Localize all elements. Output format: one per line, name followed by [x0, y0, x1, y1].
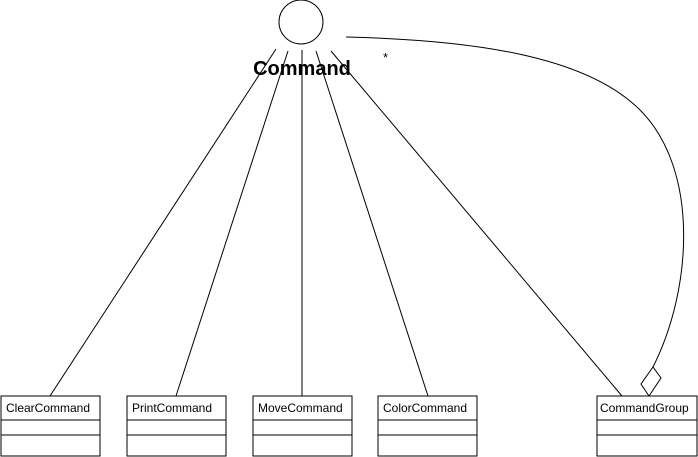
class-name: ClearCommand — [6, 401, 90, 415]
class-name: MoveCommand — [258, 401, 343, 415]
class-name: CommandGroup — [600, 401, 689, 415]
edge-command-group[interactable] — [330, 50, 623, 397]
class-box-frame — [596, 395, 698, 457]
class-box-command-group[interactable]: CommandGroup — [596, 395, 698, 457]
class-box-clear-command[interactable]: ClearCommand — [0, 395, 101, 457]
class-box-color-command[interactable]: ColorCommand — [377, 395, 478, 457]
class-box-frame — [126, 395, 227, 457]
aggregation-diamond — [640, 366, 662, 397]
interface-name: Command — [253, 58, 351, 80]
class-box-frame — [0, 395, 101, 457]
class-name: ColorCommand — [383, 401, 467, 415]
edge-print-command[interactable] — [175, 50, 289, 397]
aggregation-edge[interactable] — [345, 36, 685, 368]
interface-lollipop[interactable] — [278, 0, 324, 45]
multiplicity-label: * — [383, 50, 388, 65]
class-box-print-command[interactable]: PrintCommand — [126, 395, 227, 457]
class-box-frame — [377, 395, 478, 457]
edge-clear-command[interactable] — [49, 48, 277, 397]
class-box-frame — [252, 395, 353, 457]
edge-color-command[interactable] — [315, 50, 429, 397]
class-box-move-command[interactable]: MoveCommand — [252, 395, 353, 457]
class-name: PrintCommand — [132, 401, 212, 415]
